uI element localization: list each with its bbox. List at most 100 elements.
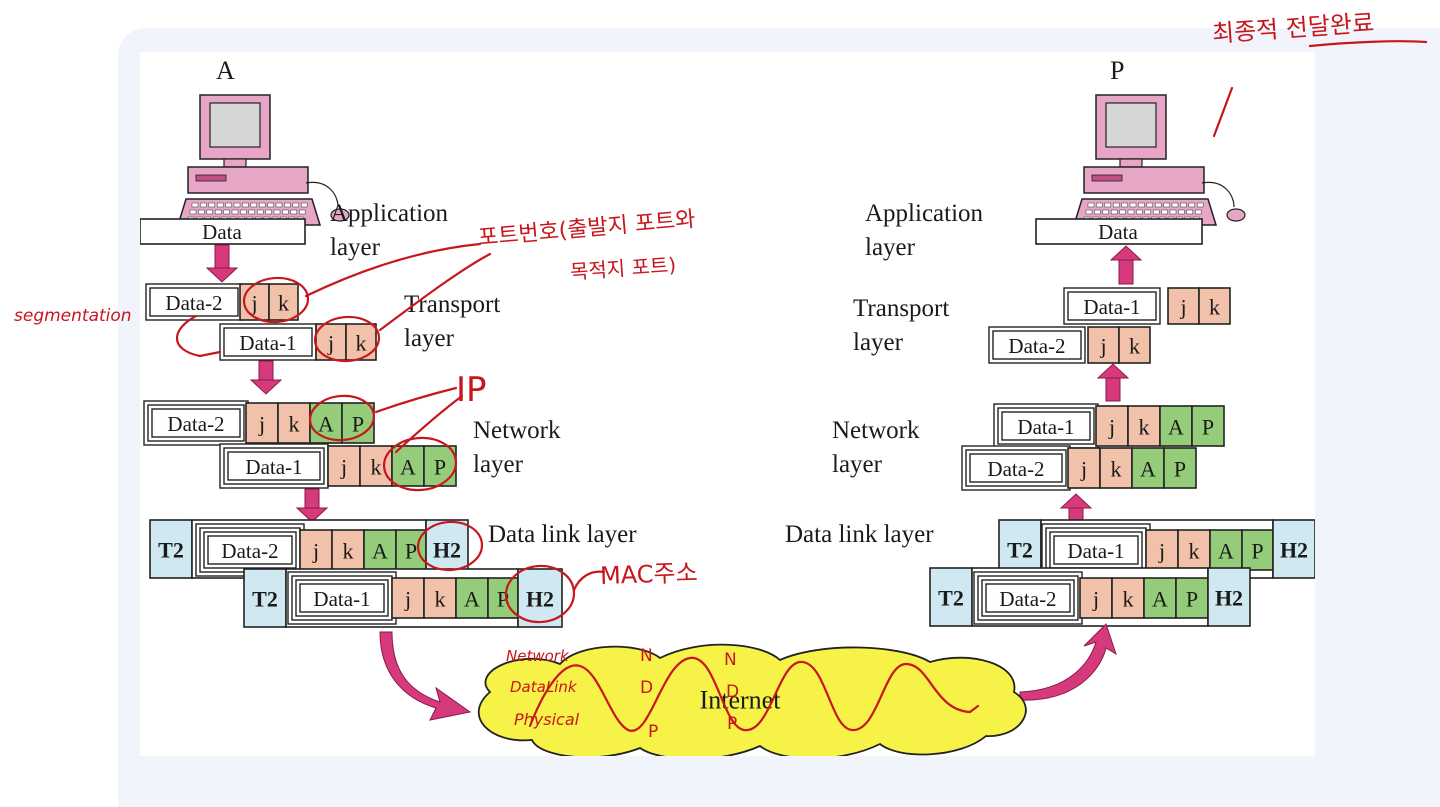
sender-f2-trailer: T2	[252, 587, 278, 612]
receiver-computer-key	[1104, 202, 1112, 208]
sender-f1-trailer: T2	[158, 538, 184, 563]
hop2-annotation-p: P	[727, 714, 738, 734]
receiver-n2-dstip: P	[1174, 457, 1186, 482]
receiver-f2-data-outline-0	[985, 583, 1071, 613]
hop1-annotation-n: N	[640, 646, 653, 666]
receiver-datalink-layer-label: Data link layer	[785, 521, 934, 548]
sender-f2-header: H2	[526, 587, 554, 612]
sender-arrow-app-shaft	[214, 244, 230, 271]
sender-t2-srcport: j	[327, 331, 334, 356]
sender-network-pkt1-outline-0	[151, 408, 241, 438]
receiver-network-pkt1: Data-1	[1017, 415, 1074, 439]
sender-computer-key	[273, 209, 281, 215]
sender-transport-layer-label: Transport layer	[404, 291, 501, 352]
sender-to-internet-arrow	[379, 631, 472, 721]
sender-f1-data-outline-0	[207, 535, 293, 565]
sender-computer-mouse-cord	[305, 181, 339, 208]
sender-computer-key	[275, 202, 283, 208]
sender-f2-srcport-cell	[391, 577, 425, 619]
receiver-computer-key	[1112, 202, 1120, 208]
receiver-computer-key	[1121, 202, 1128, 208]
sender-f1-data: Data-2	[221, 539, 278, 563]
receiver-computer-key	[1085, 209, 1093, 215]
receiver-f1-dstip-cell	[1241, 529, 1274, 571]
receiver-n1-srcport-cell	[1095, 405, 1129, 447]
sender-computer-key	[258, 202, 266, 208]
receiver-computer-key	[1138, 202, 1145, 208]
receiver-computer-key	[1154, 202, 1162, 208]
receiver-transport-seg1-outline-0	[1067, 291, 1157, 321]
receiver-computer-mouse-cord	[1201, 181, 1235, 208]
sender-computer-key	[206, 209, 214, 215]
sender-computer-key	[214, 209, 222, 215]
receiver-arrow-app-head	[1109, 245, 1143, 261]
sender-arrow-transport-head	[249, 379, 283, 395]
sender-n1-srcport: j	[258, 412, 265, 437]
sender-t1-srcport: j	[250, 291, 257, 316]
receiver-f1-data: Data-1	[1067, 539, 1124, 563]
sender-computer-mouse	[330, 208, 350, 222]
hop2-annotation-d: D	[726, 682, 740, 702]
receiver-network-pkt2: Data-2	[987, 457, 1044, 481]
hop1-annotation-p: P	[648, 722, 659, 742]
receiver-t2-dstport-cell	[1118, 326, 1151, 364]
sender-computer-key	[240, 209, 247, 215]
sender-f1-trailer-cell	[149, 519, 193, 579]
hop1-annotation-d: D	[640, 678, 654, 698]
receiver-computer-key	[1144, 209, 1152, 215]
receiver-f1-header: H2	[1280, 538, 1308, 563]
receiver-computer-key	[1178, 209, 1185, 215]
sender-f1-dstport: k	[343, 539, 354, 564]
sender-f1-dstip: P	[405, 539, 417, 564]
receiver-computer-key	[1094, 209, 1101, 215]
sender-arrow-app-head	[205, 267, 239, 283]
receiver-computer-key	[1180, 202, 1187, 208]
receiver-node-label: P	[1110, 56, 1125, 85]
receiver-transport-seg1: Data-1	[1083, 295, 1140, 319]
sender-computer-key	[216, 202, 224, 208]
receiver-n1-srcport: j	[1108, 415, 1115, 440]
receiver-transport-layer-label: Transport layer	[853, 295, 950, 356]
sender-n1-dstport: k	[289, 412, 300, 437]
receiver-application-layer-label: Application layer	[865, 200, 984, 261]
sender-network-layer-label: Network layer	[473, 417, 561, 478]
receiver-computer-key	[1136, 209, 1143, 215]
receiver-computer-key	[1119, 209, 1126, 215]
receiver-f2-srcip-cell	[1143, 577, 1177, 619]
receiver-f2-srcip: A	[1152, 587, 1168, 612]
receiver-t1-dstport-cell	[1198, 287, 1231, 325]
receiver-computer-key	[1194, 209, 1202, 215]
sender-computer	[176, 94, 350, 226]
layer-annotation-network: Network	[506, 647, 569, 665]
receiver-data-text: Data	[1098, 220, 1138, 244]
sender-f1-srcport: j	[312, 539, 319, 564]
receiver-f1-trailer: T2	[1007, 538, 1033, 563]
sender-transport-seg2: Data-1	[239, 331, 296, 355]
sender-n2-srcip: A	[400, 455, 416, 480]
sender-application-layer-label: Application layer	[330, 200, 449, 261]
receiver-computer-key	[1102, 209, 1110, 215]
sender-computer-key	[267, 202, 274, 208]
sender-f2-dstip: P	[497, 587, 509, 612]
sender-transport-seg1: Data-2	[165, 291, 222, 315]
receiver-t2-srcport-cell	[1087, 326, 1120, 364]
mac-address-annotation: MAC주소	[599, 558, 699, 590]
receiver-computer-mouse	[1226, 208, 1246, 222]
sender-computer-key	[225, 202, 232, 208]
receiver-n2-srcip: A	[1140, 457, 1156, 482]
receiver-n2-srcip-cell	[1131, 447, 1165, 489]
sender-transport-seg2-outline-0	[223, 327, 313, 357]
sender-f2-srcport: j	[404, 587, 411, 612]
receiver-arrow-transport-shaft	[1105, 375, 1121, 402]
receiver-f2-trailer: T2	[938, 586, 964, 611]
receiver-f1-data-outline-0	[1053, 535, 1139, 565]
receiver-computer-key	[1129, 202, 1137, 208]
receiver-t1-dstport: k	[1209, 295, 1220, 320]
receiver-f1-dstport: k	[1189, 539, 1200, 564]
receiver-computer-key	[1163, 202, 1170, 208]
sender-network-pkt1: Data-2	[167, 412, 224, 436]
receiver-f1-srcport-cell	[1145, 529, 1179, 571]
sender-arrow-network-head	[295, 507, 329, 523]
sender-f2-srcip: A	[464, 587, 480, 612]
sender-n1-dstip: P	[352, 412, 364, 437]
